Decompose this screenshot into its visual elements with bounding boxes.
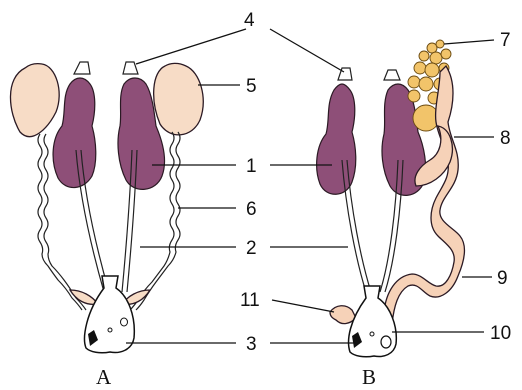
cloaca-a-papilla xyxy=(121,318,128,326)
panel-a-male-system xyxy=(10,62,203,353)
panel-label-a: A xyxy=(96,365,112,389)
label-4: 4 xyxy=(244,10,255,31)
label-7: 7 xyxy=(500,30,511,51)
label-11: 11 xyxy=(240,290,260,311)
label-2: 2 xyxy=(246,238,257,259)
leader-4-to-b xyxy=(270,29,344,72)
leader-11 xyxy=(272,300,334,312)
label-6: 6 xyxy=(246,199,257,220)
label-8: 8 xyxy=(500,128,511,149)
label-3: 3 xyxy=(246,334,257,355)
cloaca-b-oviduct-opening xyxy=(381,336,391,348)
right-adrenal-gland-b xyxy=(384,70,400,80)
right-adrenal-gland-a xyxy=(123,62,138,74)
panel-label-b: B xyxy=(362,365,376,389)
label-1: 1 xyxy=(246,156,257,177)
label-10: 10 xyxy=(490,323,511,344)
right-testis xyxy=(154,63,204,134)
cloaca-b-opening xyxy=(370,332,374,336)
left-seminal-vesicle xyxy=(70,290,98,304)
left-kidney-b xyxy=(317,84,356,194)
panel-b-female-system xyxy=(317,40,465,357)
left-adrenal-gland-a xyxy=(74,62,90,74)
leader-7 xyxy=(444,40,494,44)
panel-labels: A B xyxy=(96,365,376,389)
label-9: 9 xyxy=(497,268,508,289)
label-5: 5 xyxy=(246,76,257,97)
leader-4-to-a xyxy=(136,29,246,64)
vestigial-right-oviduct xyxy=(330,306,356,324)
cloaca-a-opening xyxy=(108,328,112,332)
left-testis xyxy=(10,64,59,137)
